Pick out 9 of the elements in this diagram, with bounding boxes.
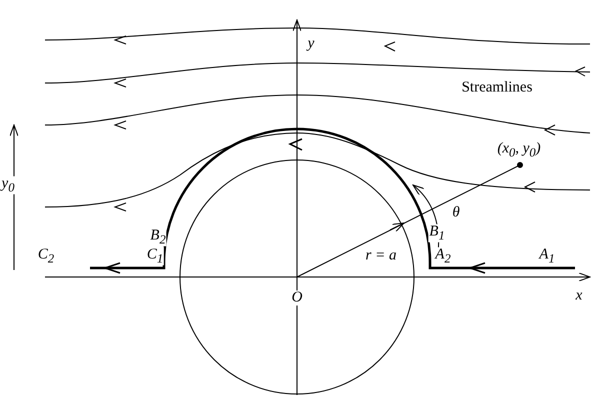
point-label: B$_{2}$: [149, 228, 167, 246]
point-label: A$_{2}$: [434, 247, 452, 265]
point-label: A$_{1}$: [538, 247, 556, 265]
point-label: (x$_{0}$, y$_{0}$): [496, 141, 542, 159]
axis-label: y$_{0}$: [0, 176, 16, 194]
point-label: C$_{1}$: [146, 247, 164, 265]
point-label: B$_{1}$: [428, 224, 446, 242]
point-label: C$_{2}$: [36, 247, 56, 265]
origin-label: O: [290, 290, 304, 306]
